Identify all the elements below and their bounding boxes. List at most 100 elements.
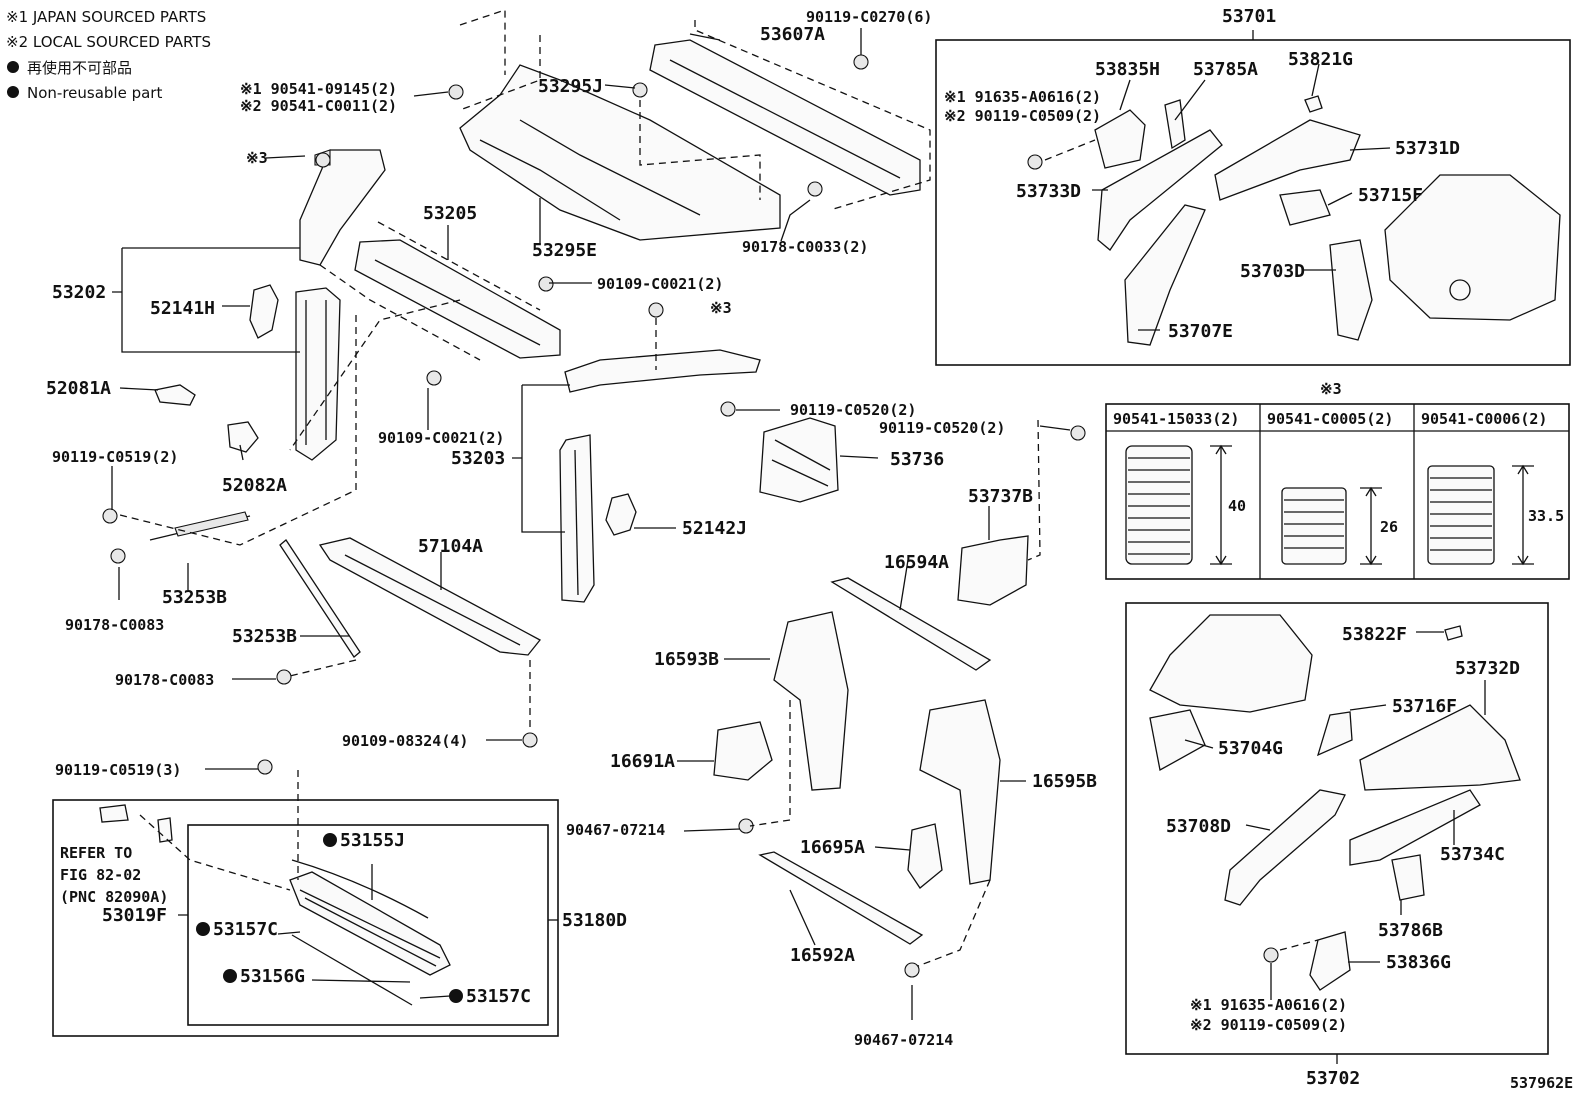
apron-53733D: [1097, 129, 1223, 251]
seal-53737B: [957, 535, 1029, 606]
label-91635-A0616-bot: ※1 91635-A0616(2): [1190, 996, 1347, 1014]
spring-length-1: 40: [1228, 497, 1246, 515]
bolt-icon: [632, 82, 648, 98]
crossmember-57104A: [318, 537, 541, 656]
spring-length-3: 33.5: [1528, 507, 1564, 525]
seal-53736: [759, 417, 839, 503]
label-53708D: 53708D: [1166, 816, 1231, 837]
left-vertical-support: [295, 287, 341, 461]
label-refer-fig: FIG 82-02: [60, 866, 141, 884]
non-reusable-dot-icon: [449, 989, 463, 1003]
apron-front-panel-lh: [1149, 614, 1313, 713]
label-16593B: 16593B: [654, 649, 719, 670]
label-53737B: 53737B: [968, 486, 1033, 507]
nut-icon: [110, 548, 126, 564]
label-53202: 53202: [52, 282, 106, 303]
bracket-52142J: [605, 493, 637, 536]
legend-nonreusable-en: Non-reusable part: [27, 84, 162, 102]
spring-table-title: ※3: [1320, 380, 1342, 398]
apron-front-panel: [1384, 174, 1561, 321]
legend: ※1 JAPAN SOURCED PARTS ※2 LOCAL SOURCED …: [6, 8, 211, 102]
bracket-53704G: [1149, 709, 1206, 772]
bolt-icon: [1027, 154, 1043, 170]
label-53157C-a: 53157C: [213, 919, 278, 940]
label-53155J: 53155J: [340, 830, 405, 851]
air-guide-16592A: [758, 851, 924, 945]
apron-53732D: [1359, 704, 1521, 791]
label-90119-C0519-2: 90119-C0519(2): [52, 448, 178, 466]
non-reusable-dot-icon: [7, 86, 19, 98]
bolt-icon: [522, 732, 538, 748]
label-52141H: 52141H: [150, 298, 215, 319]
label-53736: 53736: [890, 449, 944, 470]
bracket-53703D: [1329, 239, 1373, 341]
bracket-53786B: [1391, 854, 1425, 901]
apron-53731D: [1214, 119, 1361, 201]
label-90119-C0519-3: 90119-C0519(3): [55, 761, 181, 779]
label-16592A: 16592A: [790, 945, 855, 966]
spring-icon: [1427, 465, 1495, 565]
label-53180D: 53180D: [562, 910, 627, 931]
label-53731D: 53731D: [1395, 138, 1460, 159]
label-53701: 53701: [1222, 6, 1276, 27]
label-53295J: 53295J: [538, 76, 603, 97]
label-90178-C0083-a: 90178-C0083: [65, 616, 164, 634]
label-90467-07214-b: 90467-07214: [854, 1031, 953, 1049]
non-reusable-dot-icon: [223, 969, 237, 983]
label-53732D: 53732D: [1455, 658, 1520, 679]
rod-53253B: [279, 539, 361, 658]
label-53734C: 53734C: [1440, 844, 1505, 865]
bracket-53019F: [157, 817, 173, 843]
label-90109-C0021-b: 90109-C0021(2): [378, 429, 504, 447]
bracket-53836G: [1309, 931, 1351, 991]
label-53253B-b: 53253B: [232, 626, 297, 647]
figure-id: 537962E: [1510, 1074, 1573, 1092]
label-90541-09145: ※1 90541-09145(2): [240, 80, 397, 98]
spring-part-1: 90541-15033(2): [1113, 410, 1239, 428]
label-refer-pnc: (PNC 82090A): [60, 888, 168, 906]
bracket-53821G: [1304, 95, 1323, 113]
label-53821G: 53821G: [1288, 49, 1353, 70]
hood-lock-cover: [459, 64, 781, 241]
non-reusable-dot-icon: [196, 922, 210, 936]
air-guide-16691A: [713, 721, 773, 781]
air-guide-16695A: [907, 823, 943, 889]
apron-53707E: [1124, 204, 1206, 346]
bolt-icon: [102, 508, 118, 524]
label-53785A: 53785A: [1193, 59, 1258, 80]
label-16595B: 16595B: [1032, 771, 1097, 792]
bolt-icon: [448, 84, 464, 100]
label-90109-08324: 90109-08324(4): [342, 732, 468, 750]
spring-length-2: 26: [1380, 518, 1398, 536]
spring-icon: [1281, 487, 1347, 565]
label-53836G: 53836G: [1386, 952, 1451, 973]
label-90119-C0520-b: 90119-C0520(2): [879, 419, 1005, 437]
clip-icon: [315, 152, 331, 168]
label-91635-A0616-top: ※1 91635-A0616(2): [944, 88, 1101, 106]
label-90119-C0509-bot: ※2 90119-C0509(2): [1190, 1016, 1347, 1034]
legend-note-japan: ※1 JAPAN SOURCED PARTS: [6, 8, 206, 26]
label-90119-C0270: 90119-C0270(6): [806, 8, 932, 26]
label-53157C-b: 53157C: [466, 986, 531, 1007]
label-53715F: 53715F: [1358, 185, 1423, 206]
nut-icon: [807, 181, 823, 197]
label-53295E: 53295E: [532, 240, 597, 261]
label-note3-top: ※3: [246, 149, 268, 167]
spring-part-2: 90541-C0005(2): [1267, 410, 1393, 428]
left-upper-side: [299, 149, 386, 266]
apron-53734C: [1349, 789, 1481, 866]
label-16695A: 16695A: [800, 837, 865, 858]
bracket-53716F: [1316, 711, 1353, 757]
bolt-icon: [426, 370, 442, 386]
spring-table: ※3 90541-15033(2) 90541-C0005(2) 90541-C…: [1105, 380, 1570, 580]
label-53704G: 53704G: [1218, 738, 1283, 759]
label-53203: 53203: [451, 448, 505, 469]
apron-53835H: [1094, 109, 1146, 169]
clip-icon: [648, 302, 664, 318]
label-52142J: 52142J: [682, 518, 747, 539]
label-90541-C0011: ※2 90541-C0011(2): [240, 97, 397, 115]
part-labels: 53607A 90119-C0270(6) 53701 53295J ※1 90…: [46, 6, 1573, 1092]
label-53707E: 53707E: [1168, 321, 1233, 342]
upper-support-rail: [649, 39, 921, 196]
label-57104A: 57104A: [418, 536, 483, 557]
